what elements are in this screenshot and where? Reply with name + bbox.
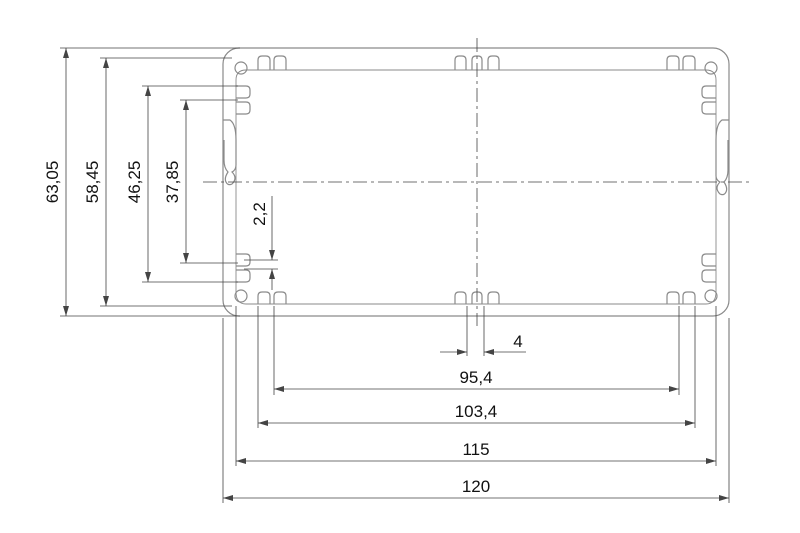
right-fins [701,85,716,283]
center-lines [203,38,752,326]
label-103-4: 103,4 [455,402,498,421]
label-58-45: 58,45 [83,161,102,204]
horizontal-dimensions [222,306,730,503]
left-keyhole-groove [223,119,237,186]
corner-screw-channels [234,61,718,303]
left-fins [236,85,251,283]
right-keyhole-groove [715,119,729,196]
label-63-05: 63,05 [43,161,62,204]
label-115: 115 [462,440,489,459]
label-4: 4 [513,332,522,351]
label-2-2: 2,2 [250,202,269,226]
dimension-labels: 63,05 58,45 46,25 37,85 2,2 4 95,4 103,4… [43,161,523,496]
top-fins [257,55,696,70]
label-37-85: 37,85 [163,161,182,204]
label-46-25: 46,25 [125,161,144,204]
inner-wall [235,69,717,305]
bottom-fins [257,291,696,304]
label-95-4: 95,4 [459,368,492,387]
label-120: 120 [462,477,490,496]
vertical-dimensions [60,47,278,317]
